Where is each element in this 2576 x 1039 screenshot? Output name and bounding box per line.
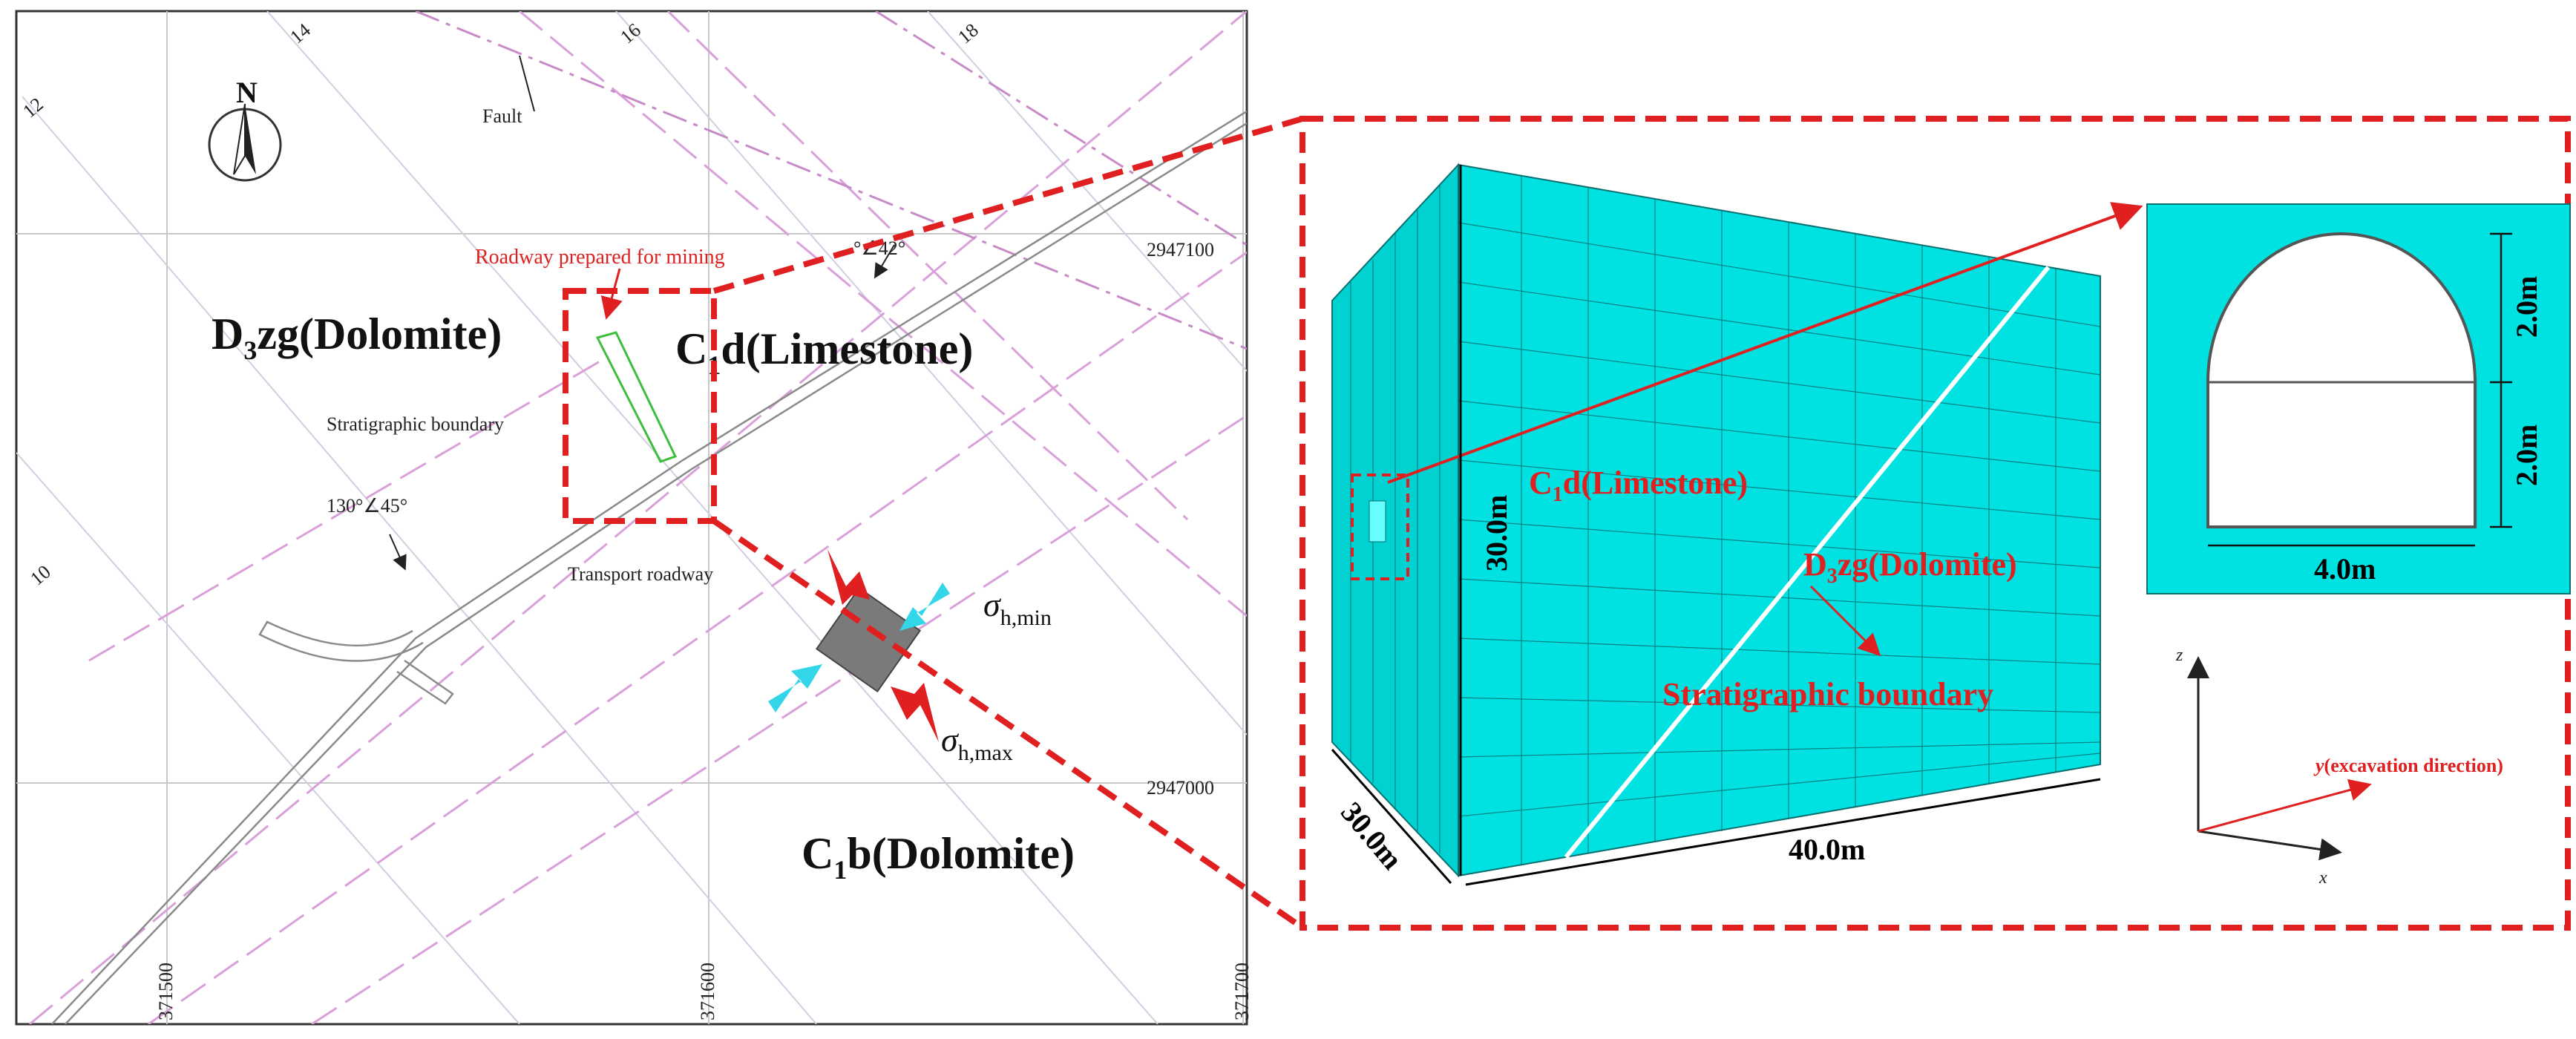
geological-map: 12 14 16 18 10 2947100 2947000 371500 37… [15,10,1253,1026]
coordinate-axes: z x y(excavation direction) [2175,646,2503,888]
model-dimensions [1331,165,2101,886]
sigma-max-arrow [827,549,870,605]
tunnel-location [1369,500,1386,543]
model-boundary-line [1564,266,2051,859]
easting-label: 371600 [697,963,718,1020]
zoom-connectors [712,116,1305,931]
northing-label: 2947100 [1147,239,1214,260]
transport-roadway-line [51,110,1247,1024]
fault-line [415,11,1247,350]
dip-marker-left [389,534,407,571]
formation-boundaries [29,11,1247,1024]
coordinate-grid [16,11,1247,1024]
model-block [1331,163,2101,878]
wall-height-label: 2.0m [2510,425,2543,486]
tunnel-width-label: 4.0m [2314,552,2376,586]
sigma-max-arrow [891,683,939,742]
unit-c1b: C1b(Dolomite) [802,829,1075,885]
stratigraphic-boundary-label: Stratigraphic boundary [327,413,504,435]
fault-pointer [519,55,535,112]
north-label: N [236,76,258,109]
tunnel-profile [2206,232,2477,528]
x-axis-label: x [2318,868,2327,888]
mining-roadway-label: Roadway prepared for mining [475,246,725,269]
sigma-min-arrow [768,664,822,712]
y-axis [2198,779,2372,833]
sigma-min-arrow [899,583,950,631]
model-height-label: 30.0m [1480,495,1513,571]
sigma-min-label: σh,min [983,586,1052,630]
arch-height-label: 2.0m [2510,276,2543,338]
mining-roadway-line [595,331,678,463]
model-front-face [1458,163,2101,877]
in-situ-stress-element: σh,min σh,max [768,549,1052,765]
model-boundary-label: Stratigraphic boundary [1662,676,1993,712]
numerical-model-panel: C1d(Limestone) D3zg(Dolomite) Stratigrap… [1300,116,2571,931]
y-axis-label: y(excavation direction) [2313,755,2503,776]
sigma-max-label: σh,max [941,721,1013,765]
x-axis [2198,830,2342,861]
diagonal-grid [16,11,1247,1024]
unit-d3zg: D3zg(Dolomite) [212,309,502,365]
dip-marker-right [874,244,895,279]
transport-roadway-label: Transport roadway [568,563,713,585]
study-area-box [563,288,717,524]
z-axis-label: z [2175,646,2183,665]
model-length-label: 40.0m [1789,833,1865,866]
tunnel-zoom-arrow [1387,202,2143,484]
unit-c1d: C1d(Limestone) [675,324,973,380]
boundary-pointer [1809,585,1881,657]
easting-label: 371500 [155,963,177,1020]
fault-label: Fault [482,105,522,127]
north-arrow: N [208,76,282,182]
model-c1d-label: C1d(Limestone) [1529,465,1748,506]
tunnel-location-box [1351,473,1409,580]
northing-label: 2947000 [1147,777,1214,799]
dip-label-left: 130°∠45° [327,495,407,517]
model-d3zg-label: D3zg(Dolomite) [1803,546,2017,588]
tunnel-cross-section: 2.0m 2.0m 4.0m [2146,203,2571,594]
tunnel-dimensions [2208,232,2512,547]
map-frame [15,10,1248,1026]
easting-label: 371700 [1231,963,1253,1020]
